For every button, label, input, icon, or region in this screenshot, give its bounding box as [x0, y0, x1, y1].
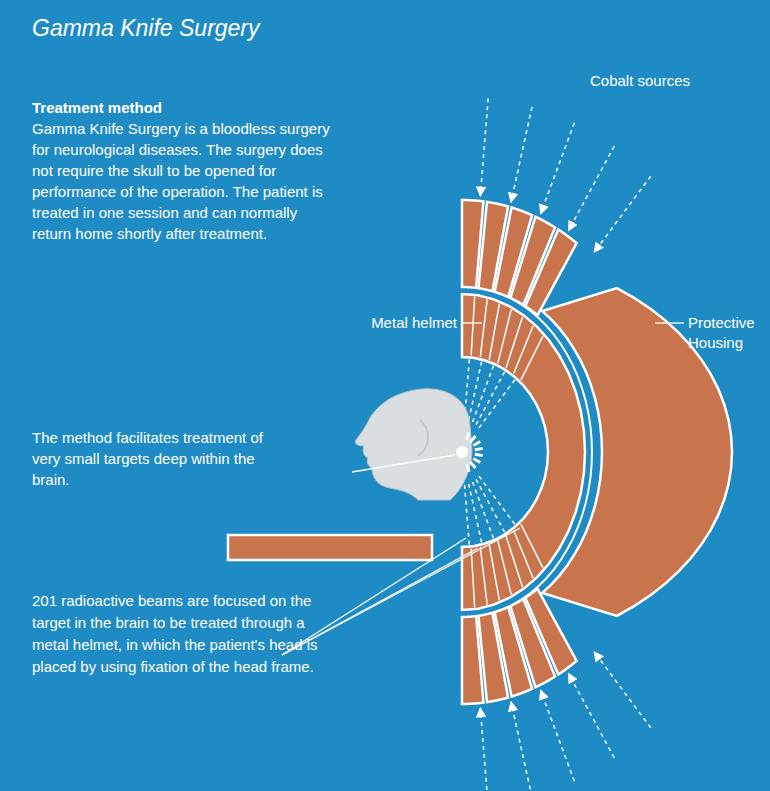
beam-focus-mark	[466, 432, 469, 440]
beam-focus-mark	[470, 436, 475, 442]
gamma-beam	[594, 176, 651, 252]
collimator-channel	[521, 524, 543, 568]
part-label: Cobalt sources	[590, 70, 760, 91]
beam-focus-mark	[470, 462, 475, 468]
gamma-beam	[478, 380, 515, 429]
gamma-beam	[478, 475, 515, 524]
cobalt-source	[525, 589, 576, 675]
collimator-channel	[514, 326, 533, 374]
gamma-beam	[511, 107, 532, 202]
gamma-beam	[594, 652, 651, 728]
metal-helmet	[462, 294, 585, 610]
leader-line	[655, 322, 684, 323]
housing-inner-line	[462, 286, 592, 618]
collimator-channel	[489, 304, 499, 360]
section-heading: Treatment method	[32, 97, 332, 118]
callout-text: The method facilitates treatment of very…	[32, 427, 282, 490]
treatment-couch	[228, 535, 432, 560]
target-point	[456, 446, 468, 458]
gamma-beam	[541, 690, 575, 781]
gamma-beam	[541, 123, 575, 214]
leader-line	[461, 322, 482, 323]
gamma-beam	[464, 482, 469, 545]
leader-line	[282, 528, 520, 655]
beam-focus-mark	[473, 442, 480, 446]
collimator-channel	[471, 548, 474, 607]
beam-focus-mark	[475, 448, 483, 449]
beam-focus-mark	[473, 459, 480, 463]
gamma-beam	[569, 673, 615, 757]
collimator-channel	[506, 536, 523, 587]
collimator-channel	[514, 530, 533, 578]
beam-focus-mark	[475, 454, 483, 455]
gamma-beam	[472, 366, 494, 424]
gamma-beam	[480, 98, 488, 196]
collimator-channel	[489, 544, 499, 600]
gamma-beam	[472, 480, 494, 538]
collimator-channel	[498, 541, 511, 595]
gamma-beam	[569, 146, 615, 230]
collimator-channel	[498, 309, 511, 363]
callout-text: 201 radioactive beams are focused on the…	[32, 590, 322, 678]
part-label: Metal helmet	[345, 312, 457, 333]
collimator-channel	[521, 336, 543, 380]
gamma-beam	[511, 702, 532, 791]
patient-head	[355, 389, 472, 500]
beam-focus-mark	[466, 464, 469, 472]
title: Gamma Knife Surgery	[32, 14, 432, 42]
gamma-beam	[468, 481, 482, 542]
collimator-channel	[480, 299, 487, 357]
leader-line	[352, 455, 455, 472]
gamma-beam	[468, 362, 482, 423]
collimator-channel	[471, 297, 474, 356]
body-text: Gamma Knife Surgery is a bloodless surge…	[32, 118, 337, 244]
part-label: Protective Housing	[688, 313, 768, 353]
collimator-channel	[506, 317, 523, 368]
cobalt-source	[525, 229, 576, 315]
gamma-beam	[480, 708, 488, 791]
collimator-channel	[480, 547, 487, 605]
leader-lines	[282, 323, 684, 655]
